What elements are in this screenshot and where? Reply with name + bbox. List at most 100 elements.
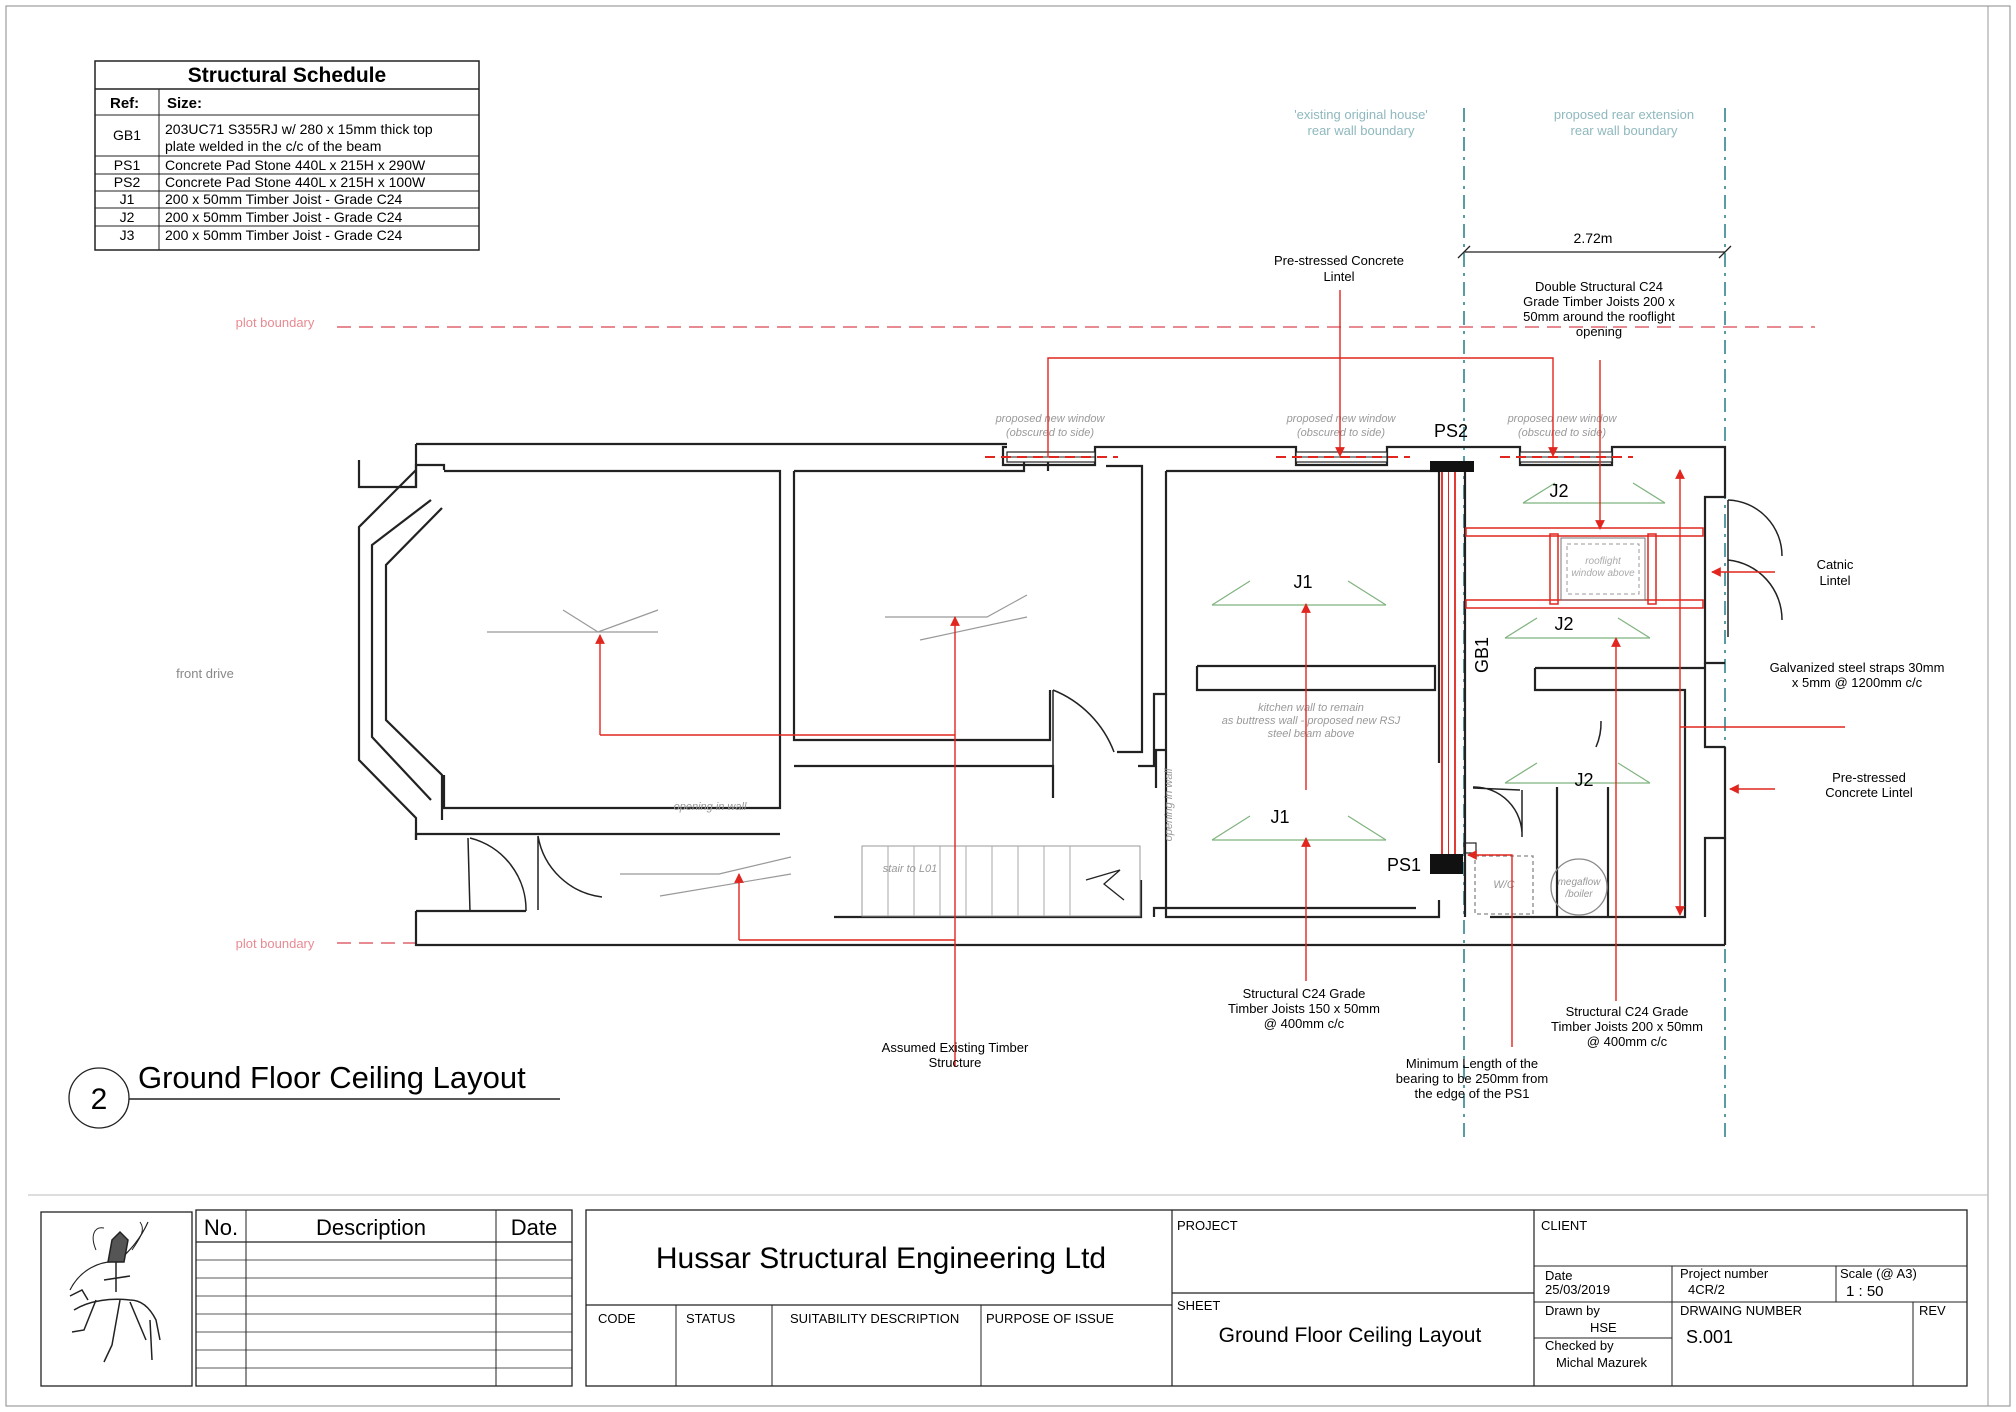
leader-lines	[595, 290, 1845, 1067]
stair: stair to L01	[861, 845, 1141, 917]
kitchen-wall-label: kitchen wall to remain	[1258, 702, 1364, 714]
schedule-row-ref: GB1	[113, 127, 141, 143]
annotation-galvanized: Galvanized steel straps 30mm	[1770, 660, 1945, 675]
drawing-title-text: Ground Floor Ceiling Layout	[138, 1060, 526, 1095]
opening-in-wall-label: opening in wall	[674, 801, 747, 813]
window-1-sublabel: (obscured to side)	[1006, 427, 1094, 439]
schedule-title: Structural Schedule	[188, 64, 386, 87]
annotation-joists-200-3: @ 400mm c/c	[1587, 1034, 1668, 1049]
annotation-double-joists-4: opening	[1576, 324, 1622, 339]
schedule-row-ref: PS1	[114, 157, 141, 173]
annotation-joists-150-2: Timber Joists 150 x 50mm	[1228, 1001, 1380, 1016]
boiler-label: megaflow	[1558, 877, 1602, 888]
drawn-by-label: Drawn by	[1545, 1303, 1600, 1318]
gb1-steel-beam	[1430, 461, 1477, 874]
code-label: CODE	[598, 1311, 636, 1326]
annotation-bearing-3: the edge of the PS1	[1415, 1086, 1530, 1101]
annotation-double-joists: Double Structural C24	[1535, 279, 1663, 294]
hussar-logo-icon	[69, 1221, 161, 1363]
rev-label: REV	[1919, 1303, 1946, 1318]
drawing-number-label: DRWAING NUMBER	[1680, 1303, 1802, 1318]
j2-label-bottom: J2	[1574, 770, 1593, 790]
plot-boundary-top-label: plot boundary	[236, 315, 315, 330]
checked-by-value: Michal Mazurek	[1556, 1355, 1648, 1370]
annotation-pre-stressed-right-2: Concrete Lintel	[1825, 785, 1913, 800]
annotation-catnic-2: Lintel	[1819, 573, 1850, 588]
j1-label-lower: J1	[1270, 807, 1289, 827]
company-name: Hussar Structural Engineering Ltd	[656, 1242, 1106, 1275]
annotation-pre-stressed-right: Pre-stressed	[1832, 770, 1906, 785]
annotation-joists-200: Structural C24 Grade	[1566, 1004, 1689, 1019]
ps1-pad-stone	[1430, 854, 1463, 874]
annotation-catnic: Catnic	[1817, 557, 1854, 572]
suitability-label: SUITABILITY DESCRIPTION	[790, 1311, 959, 1326]
project-number-label: Project number	[1680, 1266, 1769, 1281]
proposed-boundary-label-2: rear wall boundary	[1571, 123, 1678, 138]
drawing-title: 2 Ground Floor Ceiling Layout	[68, 1060, 560, 1129]
kitchen-wall-label-2: as buttress wall - proposed new RSJ	[1222, 715, 1401, 727]
existing-boundary-label: 'existing original house'	[1294, 107, 1428, 122]
project-label: PROJECT	[1177, 1218, 1238, 1233]
annotation-existing-timber-2: Structure	[929, 1055, 982, 1070]
project-number-value: 4CR/2	[1688, 1282, 1725, 1297]
schedule-col-size: Size:	[167, 95, 202, 112]
annotation-pre-stressed-top-2: Lintel	[1323, 269, 1354, 284]
drawing-number-value: S.001	[1686, 1327, 1733, 1347]
stair-label: stair to L01	[883, 863, 937, 875]
schedule-row-size: 200 x 50mm Timber Joist - Grade C24	[165, 191, 403, 207]
boundary-lines: 'existing original house' rear wall boun…	[176, 107, 1815, 1140]
window-2-label: proposed new window	[1286, 413, 1397, 425]
floor-plan-walls	[357, 442, 1727, 947]
j2-label-top: J2	[1549, 481, 1568, 501]
doors	[467, 499, 1783, 913]
ps2-label: PS2	[1434, 421, 1468, 441]
schedule-row-size: Concrete Pad Stone 440L x 215H x 100W	[165, 174, 426, 190]
j1-label-upper: J1	[1293, 572, 1312, 592]
front-drive-label: front drive	[176, 666, 234, 681]
scale-label: Scale (@ A3)	[1840, 1266, 1917, 1281]
annotation-galvanized-2: x 5mm @ 1200mm c/c	[1792, 675, 1923, 690]
schedule-row-size-cont: plate welded in the c/c of the beam	[165, 138, 381, 154]
plot-boundary-bottom-label: plot boundary	[236, 936, 315, 951]
joist-span-symbols	[487, 482, 1666, 897]
schedule-row-ref: PS2	[114, 174, 141, 190]
window-2-sublabel: (obscured to side)	[1297, 427, 1385, 439]
title-block: No. Description Date Hussar Structural E…	[40, 1209, 1968, 1387]
schedule-col-ref: Ref:	[110, 95, 139, 112]
window-openings: proposed new window (obscured to side) p…	[985, 413, 1633, 463]
schedule-row-size: Concrete Pad Stone 440L x 215H x 290W	[165, 157, 426, 173]
schedule-row-size: 200 x 50mm Timber Joist - Grade C24	[165, 209, 403, 225]
window-3-label: proposed new window	[1507, 413, 1618, 425]
scale-value: 1 : 50	[1846, 1283, 1884, 1300]
drawn-by-value: HSE	[1590, 1320, 1617, 1335]
rooflight-label: rooflight	[1585, 556, 1622, 567]
window-3-sublabel: (obscured to side)	[1518, 427, 1606, 439]
boiler-label-2: /boiler	[1564, 889, 1593, 900]
proposed-boundary-label: proposed rear extension	[1554, 107, 1694, 122]
annotation-double-joists-2: Grade Timber Joists 200 x	[1523, 294, 1675, 309]
kitchen-wall-label-3: steel beam above	[1268, 728, 1355, 740]
schedule-row-size: 203UC71 S355RJ w/ 280 x 15mm thick top	[165, 121, 433, 137]
rooflight-label-2: window above	[1571, 568, 1635, 579]
annotation-double-joists-3: 50mm around the rooflight	[1523, 309, 1675, 324]
annotation-joists-150-3: @ 400mm c/c	[1264, 1016, 1345, 1031]
annotation-pre-stressed-top: Pre-stressed Concrete	[1274, 253, 1404, 268]
dimension-value: 2.72m	[1574, 230, 1613, 246]
revision-header-no: No.	[204, 1215, 238, 1240]
j2-label-middle: J2	[1554, 614, 1573, 634]
schedule-row-size: 200 x 50mm Timber Joist - Grade C24	[165, 227, 403, 243]
sheet-value: Ground Floor Ceiling Layout	[1219, 1324, 1482, 1347]
schedule-row-ref: J3	[120, 227, 135, 243]
annotation-bearing: Minimum Length of the	[1406, 1056, 1538, 1071]
schedule-row-ref: J1	[120, 191, 135, 207]
checked-by-label: Checked by	[1545, 1338, 1614, 1353]
structural-schedule-table: Structural Schedule Ref: Size: GB1 203UC…	[94, 60, 480, 251]
date-value: 25/03/2019	[1545, 1282, 1610, 1297]
ps1-label: PS1	[1387, 855, 1421, 875]
dimension-272m: 2.72m	[1457, 230, 1732, 259]
ps2-pad-stone	[1430, 461, 1474, 472]
annotation-existing-timber: Assumed Existing Timber	[882, 1040, 1029, 1055]
annotation-joists-200-2: Timber Joists 200 x 50mm	[1551, 1019, 1703, 1034]
wc-label: W/C	[1493, 879, 1514, 891]
